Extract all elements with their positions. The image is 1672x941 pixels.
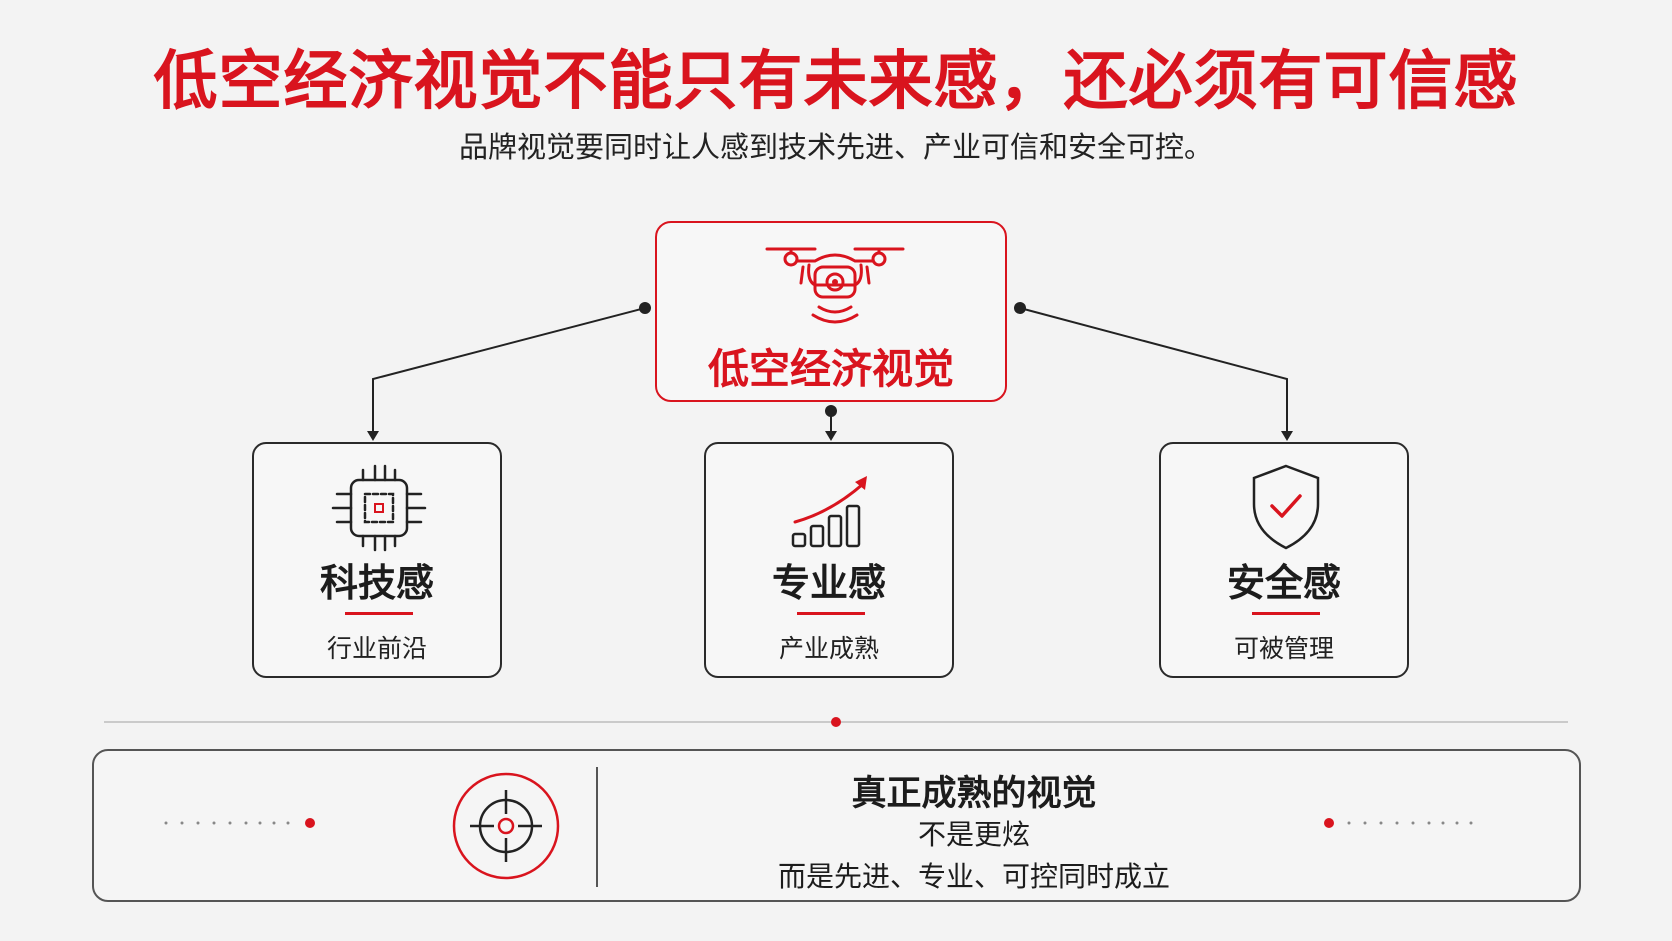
page-subtitle: 品牌视觉要同时让人感到技术先进、产业可信和安全可控。 — [458, 130, 1213, 164]
shield-check-icon — [1236, 462, 1336, 552]
card-title: 科技感 — [319, 561, 434, 605]
accent-rule — [797, 612, 865, 615]
summary-box: 真正成熟的视觉 不是更炫 而是先进、专业、可控同时成立 — [92, 749, 1581, 902]
summary-title: 真正成熟的视觉 — [851, 774, 1097, 814]
vertical-divider — [596, 767, 598, 887]
target-icon — [450, 770, 562, 886]
center-node: 低空经济视觉 — [655, 221, 1007, 402]
center-label: 低空经济视觉 — [708, 345, 954, 393]
card-safety: 安全感 可被管理 — [1159, 442, 1409, 678]
card-tech: 科技感 行业前沿 — [252, 442, 502, 678]
accent-rule — [1252, 612, 1320, 615]
card-title: 专业感 — [771, 561, 886, 605]
card-subtitle: 行业前沿 — [326, 634, 427, 663]
summary-line-2: 而是先进、专业、可控同时成立 — [777, 860, 1170, 893]
card-subtitle: 可被管理 — [1233, 634, 1334, 663]
chip-icon — [329, 462, 429, 552]
accent-rule — [345, 612, 413, 615]
dotted-line-right — [1321, 815, 1481, 835]
card-professional: 专业感 产业成熟 — [704, 442, 954, 678]
growth-chart-icon — [781, 462, 881, 552]
summary-line-1: 不是更炫 — [917, 818, 1030, 851]
page-title: 低空经济视觉不能只有未来感，还必须有可信感 — [153, 45, 1519, 119]
dotted-line-left — [164, 815, 324, 835]
card-subtitle: 产业成熟 — [778, 634, 879, 663]
card-title: 安全感 — [1226, 561, 1341, 605]
drone-icon — [765, 237, 905, 333]
